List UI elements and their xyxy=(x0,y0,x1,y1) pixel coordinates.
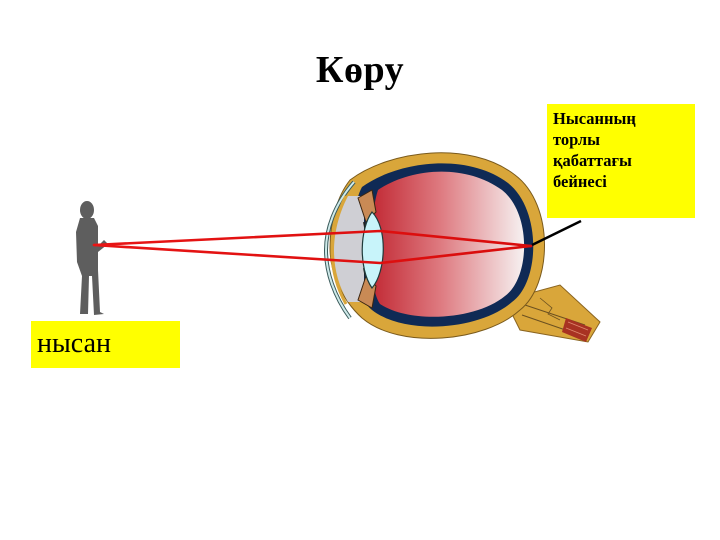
slide-title: Көру xyxy=(315,49,405,91)
aqueous-humor xyxy=(334,196,364,302)
retina-image-label-line-3: қабаттағы xyxy=(553,151,632,170)
retina-image-label-line-1: Нысанның xyxy=(553,109,636,128)
object-label: нысан xyxy=(31,321,180,368)
retina-image-label-line-2: торлы xyxy=(553,130,601,149)
retina-image-label: Нысанның торлы қабаттағы бейнесі xyxy=(547,104,695,218)
cornea xyxy=(323,180,356,320)
light-rays xyxy=(92,229,533,265)
person-silhouette-icon xyxy=(76,201,108,315)
retina-pointer-line xyxy=(531,219,582,247)
vitreous-body xyxy=(372,171,525,317)
retina-image-label-line-4: бейнесі xyxy=(553,172,607,191)
